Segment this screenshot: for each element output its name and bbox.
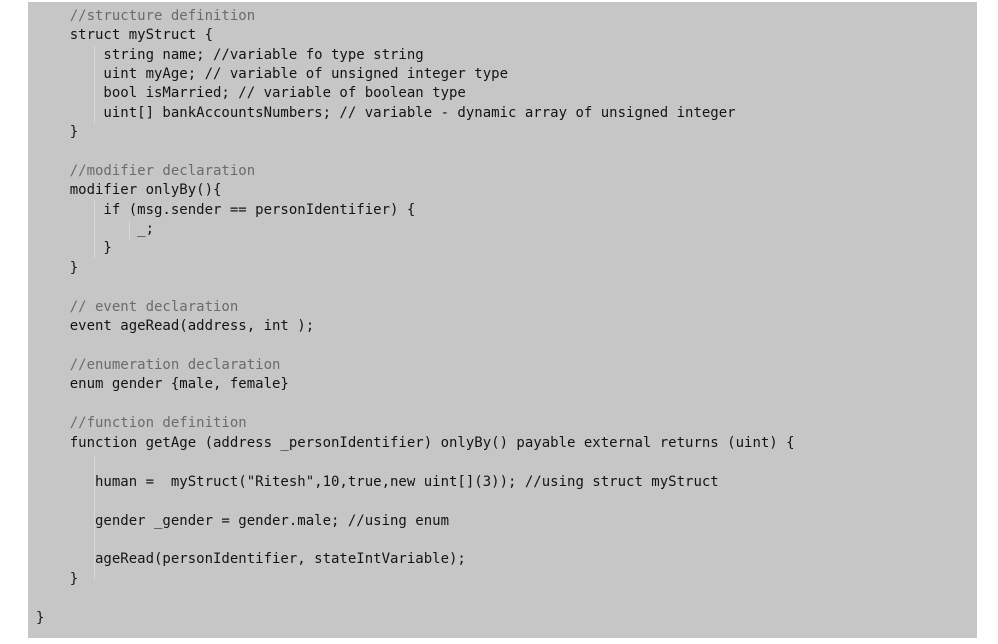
code-line: modifier onlyBy(){ [36, 182, 222, 198]
code-line: string name; //variable fo type string [36, 47, 424, 63]
code-line: event ageRead(address, int ); [36, 318, 315, 334]
code-line: } [36, 124, 79, 140]
code-line: if (msg.sender == personIdentifier) { [36, 202, 416, 218]
code-line: //modifier declaration [36, 163, 256, 179]
code-line: _; [36, 221, 155, 237]
code-line: } [36, 610, 45, 626]
code-line: human = myStruct("Ritesh",10,true,new ui… [36, 474, 719, 490]
indent-guide [129, 220, 130, 239]
code-line: } [36, 240, 112, 256]
code-line: struct myStruct { [36, 27, 214, 43]
indent-guide [94, 455, 95, 580]
code-line: uint myAge; // variable of unsigned inte… [36, 66, 509, 82]
code-line: } [36, 571, 79, 587]
code-line: enum gender {male, female} [36, 376, 289, 392]
code-line: } [36, 260, 79, 276]
code-line: //enumeration declaration [36, 357, 281, 373]
code-line: //structure definition [36, 8, 256, 24]
indent-guide [94, 46, 95, 124]
code-line: gender _gender = gender.male; //using en… [36, 513, 450, 529]
code-line: ageRead(personIdentifier, stateIntVariab… [36, 551, 466, 567]
indent-guide [94, 201, 95, 258]
code-line: function getAge (address _personIdentifi… [36, 435, 795, 451]
code-line: // event declaration [36, 299, 239, 315]
code-line: bool isMarried; // variable of boolean t… [36, 85, 466, 101]
code-block: //structure definition struct myStruct {… [28, 2, 977, 638]
code-panel: //structure definition struct myStruct {… [28, 2, 977, 638]
code-line: uint[] bankAccountsNumbers; // variable … [36, 105, 736, 121]
code-line: //function definition [36, 415, 247, 431]
